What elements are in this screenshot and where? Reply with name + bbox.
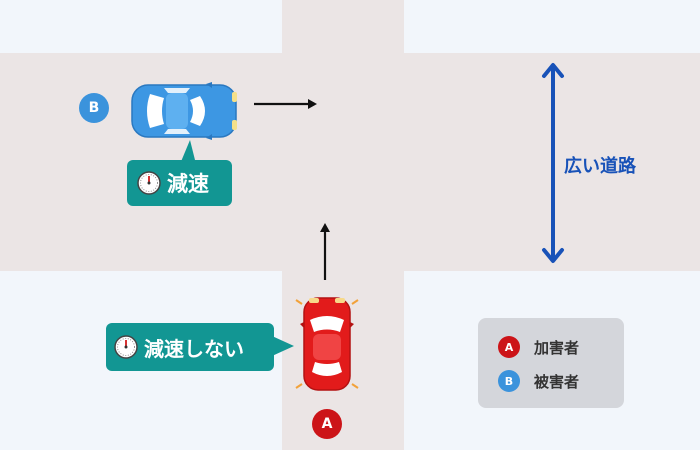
car-a [295,297,359,391]
speedometer-icon [137,171,161,195]
car-b-direction-arrow [254,99,317,109]
car-a-badge: A [312,409,342,439]
car-a-direction-arrow [320,223,330,280]
legend-badge-a: A [498,336,520,358]
car-b-action-bubble: 減速 [127,160,232,206]
car-a-action-text: 減速しない [144,336,244,361]
legend-label-b: 被害者 [534,372,580,391]
car-b [131,82,237,140]
car-b-bubble-pointer [180,140,196,164]
wide-road-arrow [542,63,564,263]
legend: A 加害者 B 被害者 [478,318,624,408]
car-a-bubble-pointer [272,336,294,356]
wide-road-label: 広い道路 [564,156,636,177]
car-a-action-bubble: 減速しない [106,323,274,371]
legend-label-a: 加害者 [534,338,580,357]
car-b-action-text: 減速 [167,172,209,196]
legend-item-a: A 加害者 [498,336,579,358]
speedometer-icon [114,335,138,359]
legend-badge-b: B [498,370,520,392]
car-b-badge: B [79,93,109,123]
legend-item-b: B 被害者 [498,370,579,392]
